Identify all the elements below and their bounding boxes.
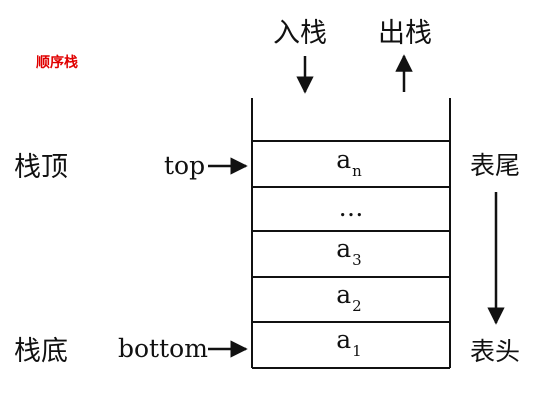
cell-subscript: n — [352, 162, 362, 180]
table-tail-label: 表尾 — [470, 151, 520, 180]
stack-cell: a1 — [336, 325, 361, 360]
cell-element: a — [336, 280, 351, 309]
cell-element: … — [339, 193, 364, 222]
cell-element: a — [336, 145, 351, 174]
diagram-title: 顺序栈 — [36, 55, 78, 71]
stack-top-label: 栈顶 — [14, 152, 68, 183]
bottom-pointer-label: bottom — [118, 334, 208, 363]
stack-cell: a2 — [336, 280, 361, 315]
cell-subscript: 2 — [352, 297, 362, 315]
cell-element: a — [336, 325, 351, 354]
push-label: 入栈 — [273, 18, 327, 49]
stack-cell: an — [336, 145, 362, 180]
stack-bottom-label: 栈底 — [14, 336, 68, 367]
top-pointer-label: top — [164, 151, 205, 180]
cell-subscript: 1 — [352, 342, 362, 360]
cell-element: a — [336, 234, 351, 263]
stack-cell: a3 — [336, 234, 361, 269]
stack-cell: … — [339, 193, 364, 222]
table-head-label: 表头 — [470, 337, 520, 366]
pop-label: 出栈 — [378, 18, 432, 49]
cell-subscript: 3 — [352, 251, 362, 269]
